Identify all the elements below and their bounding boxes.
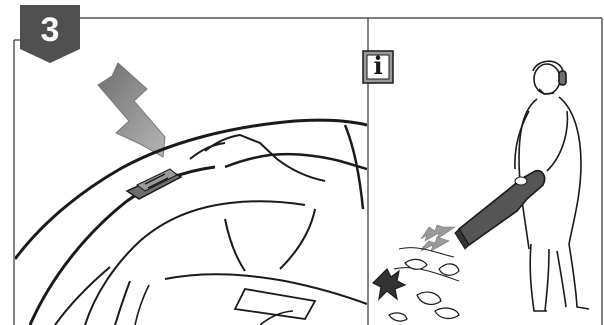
- handle-outline: [15, 120, 367, 259]
- trigger-button: [127, 169, 181, 199]
- step-badge: 3: [20, 5, 80, 65]
- blower-device: [455, 171, 545, 249]
- airflow-arrows-icon: [421, 225, 455, 251]
- leaves-icon: [373, 259, 459, 321]
- info-glyph: i: [362, 51, 394, 81]
- info-box: i: [362, 50, 394, 84]
- operator-illustration: [369, 19, 601, 325]
- step-number: 3: [20, 11, 80, 49]
- press-arrow-icon: [98, 63, 165, 157]
